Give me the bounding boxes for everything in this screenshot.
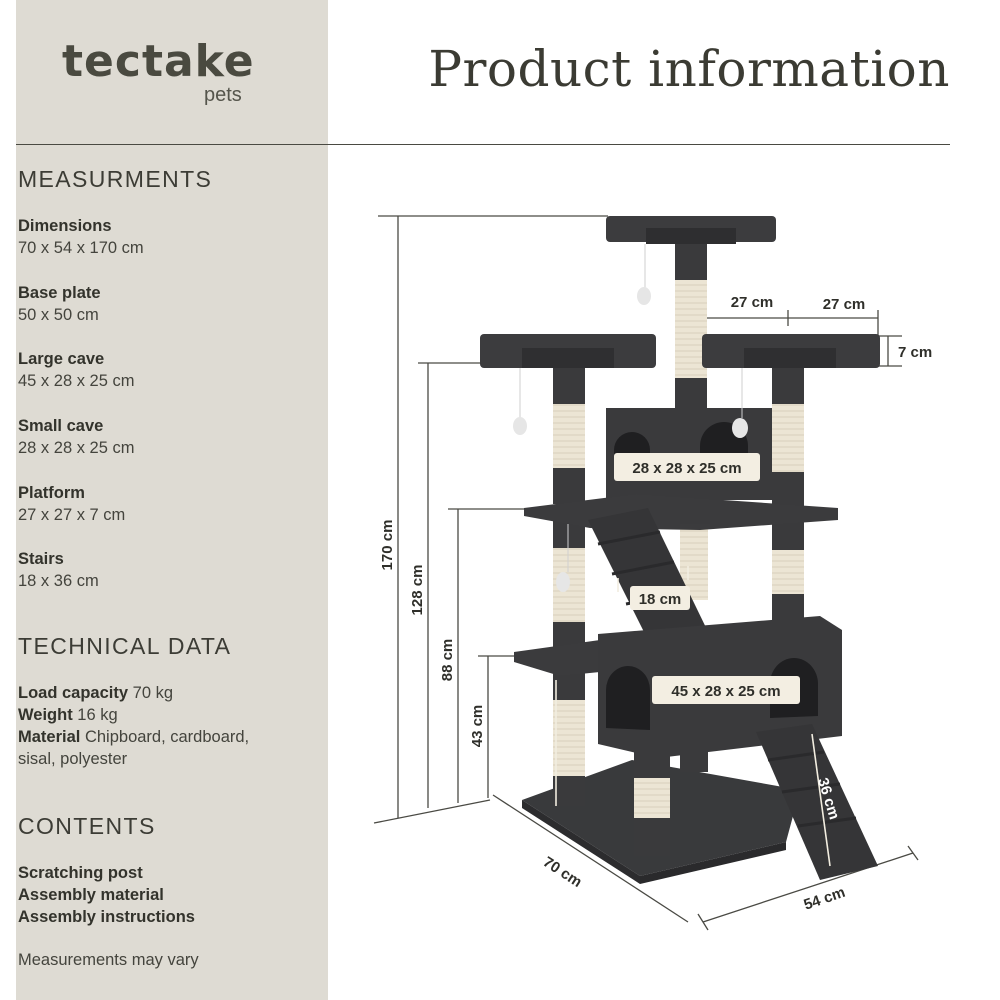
contents-item: Assembly instructions: [18, 908, 195, 926]
spec-value: 50 x 50 cm: [18, 306, 99, 324]
contents-heading: CONTENTS: [18, 813, 156, 839]
sidebar: [16, 0, 328, 1000]
small-cave-label-bg: [614, 453, 760, 481]
large-cave-label: 45 x 28 x 25 cm: [671, 683, 780, 700]
spec-stairs: Stairs 18 x 36 cm: [18, 548, 99, 592]
height-mid-label: 88 cm: [439, 639, 456, 682]
contents-item: Assembly material: [18, 886, 164, 904]
spec-large-cave: Large cave 45 x 28 x 25 cm: [18, 348, 134, 392]
page-title: Product information: [428, 40, 950, 98]
toy-mouse-icon: [556, 524, 570, 592]
spec-label: Small cave: [18, 417, 104, 435]
weight-value: 16 kg: [77, 706, 118, 724]
sisal-post-top: [675, 280, 707, 380]
material-value-cont: sisal, polyester: [18, 750, 128, 768]
spec-value: 18 x 36 cm: [18, 572, 99, 590]
height-low-label: 43 cm: [469, 705, 486, 748]
contents-item: Scratching post: [18, 864, 143, 882]
spec-label: Base plate: [18, 284, 101, 302]
brand-sub: pets: [204, 84, 242, 106]
contents-list: Scratching post Assembly material Assemb…: [18, 862, 195, 928]
spec-dimensions: Dimensions 70 x 54 x 170 cm: [18, 215, 144, 259]
brand-name: tectake: [62, 36, 255, 87]
toy-mouse-icon: [637, 244, 651, 305]
spec-label: Platform: [18, 484, 85, 502]
weight-row: Weight 16 kg: [18, 704, 249, 726]
small-stairs: [588, 508, 712, 652]
material-row: Material Chipboard, cardboard,: [18, 726, 249, 748]
platform-height-label: 7 cm: [898, 344, 932, 361]
material-value: Chipboard, cardboard,: [84, 728, 250, 746]
brand-logo: tectake pets: [62, 36, 262, 107]
measurements-heading: MEASURMENTS: [18, 166, 213, 192]
header-divider: [16, 144, 950, 145]
load-capacity-label: Load capacity: [18, 684, 129, 702]
weight-label: Weight: [18, 706, 73, 724]
stairs-label-bg: [630, 586, 690, 610]
spec-value: 70 x 54 x 170 cm: [18, 239, 144, 257]
spec-label: Stairs: [18, 550, 64, 568]
platform-width-label-2: 27 cm: [823, 296, 866, 313]
spec-label: Dimensions: [18, 217, 112, 235]
height-total-label: 170 cm: [379, 520, 396, 571]
stairs-width-label: 18 cm: [639, 591, 682, 608]
spec-value: 45 x 28 x 25 cm: [18, 372, 135, 390]
spec-value: 27 x 27 x 7 cm: [18, 506, 126, 524]
spec-small-cave: Small cave 28 x 28 x 25 cm: [18, 415, 134, 459]
small-cave-label: 28 x 28 x 25 cm: [632, 460, 741, 477]
spec-base-plate: Base plate 50 x 50 cm: [18, 282, 101, 326]
spec-platform: Platform 27 x 27 x 7 cm: [18, 482, 125, 526]
technical-list: Load capacity 70 kg Weight 16 kg Materia…: [18, 682, 249, 770]
spec-value: 28 x 28 x 25 cm: [18, 439, 135, 457]
platform-width-label-1: 27 cm: [731, 294, 774, 311]
toy-mouse-icon: [513, 368, 527, 435]
base-width-label: 54 cm: [802, 884, 848, 914]
footnote: Measurements may vary: [18, 951, 199, 969]
spec-label: Large cave: [18, 350, 105, 368]
cat-tree-illustration: 28 x 28 x 25 cm 45 x 28 x 25 cm 18 cm 27…: [373, 215, 932, 931]
load-capacity-row: Load capacity 70 kg: [18, 682, 249, 704]
toy-mouse-icon: [732, 368, 748, 438]
material-label: Material: [18, 728, 81, 746]
large-cave-label-bg: [652, 676, 800, 704]
large-stairs: [756, 724, 878, 880]
load-capacity-value: 70 kg: [132, 684, 174, 702]
technical-heading: TECHNICAL DATA: [18, 633, 232, 659]
height-platform-label: 128 cm: [409, 565, 426, 616]
base-depth-label: 70 cm: [540, 854, 585, 891]
